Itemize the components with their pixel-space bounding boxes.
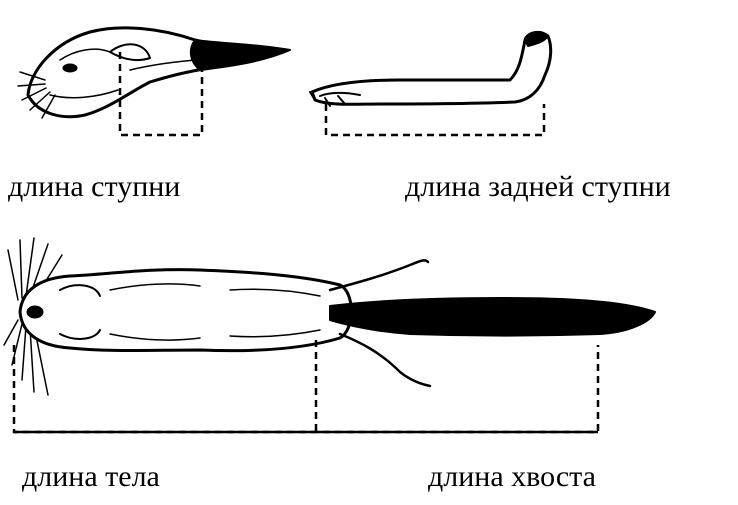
animal-eye [27,306,43,318]
tail-length-label: длина хвоста [428,462,596,492]
hind-foot-length-label: длина задней ступни [405,172,671,202]
hind-foot-length-bracket [326,104,544,135]
animal-illustration [4,238,655,395]
hind-foot-illustration [310,32,551,106]
head-fur [191,40,290,70]
body-length-label: длина тела [22,462,160,492]
head-illustration [18,28,290,118]
animal-tail [330,298,655,336]
foot-length-label: длина ступни [8,172,180,202]
animal-front-leg [330,260,428,290]
head-eye [63,64,77,72]
body-tail-length-bracket [14,340,598,432]
head-outline [28,28,285,117]
animal-hind-leg [340,334,430,386]
